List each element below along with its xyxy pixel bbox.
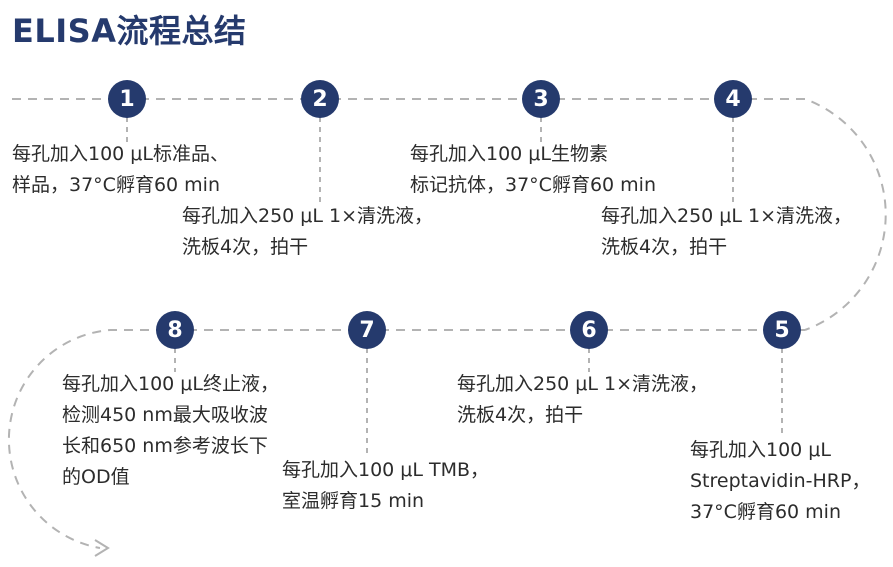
step-7-badge: 7 [348, 311, 386, 349]
step-6-badge: 6 [570, 311, 608, 349]
step-3-badge: 3 [522, 80, 560, 118]
step-4-text: 每孔加入250 μL 1×清洗液， 洗板4次，拍干 [601, 205, 853, 258]
flow-arrow-head [94, 539, 110, 557]
flow-line-top [12, 98, 887, 331]
step-1-text: 每孔加入100 μL标准品、 样品，37°C孵育60 min [12, 143, 229, 196]
step-2-text: 每孔加入250 μL 1×清洗液， 洗板4次，拍干 [182, 205, 434, 258]
step-1-badge: 1 [108, 80, 146, 118]
step-5-text: 每孔加入100 μL Streptavidin-HRP， 37°C孵育60 mi… [690, 439, 871, 523]
step-6-text: 每孔加入250 μL 1×清洗液， 洗板4次，拍干 [457, 373, 709, 426]
step-7-text: 每孔加入100 μL TMB， 室温孵育15 min [282, 459, 490, 512]
page-title: ELISA流程总结 [12, 12, 247, 50]
step-4-badge: 4 [714, 80, 752, 118]
step-8-badge: 8 [156, 311, 194, 349]
flow-line-bottom [7, 329, 805, 549]
step-8-text: 每孔加入100 μL终止液， 检测450 nm最大吸收波 长和650 nm参考波… [62, 373, 279, 488]
step-3-text: 每孔加入100 μL生物素 标记抗体，37°C孵育60 min [410, 143, 656, 196]
step-5-badge: 5 [763, 311, 801, 349]
step-2-badge: 2 [301, 80, 339, 118]
